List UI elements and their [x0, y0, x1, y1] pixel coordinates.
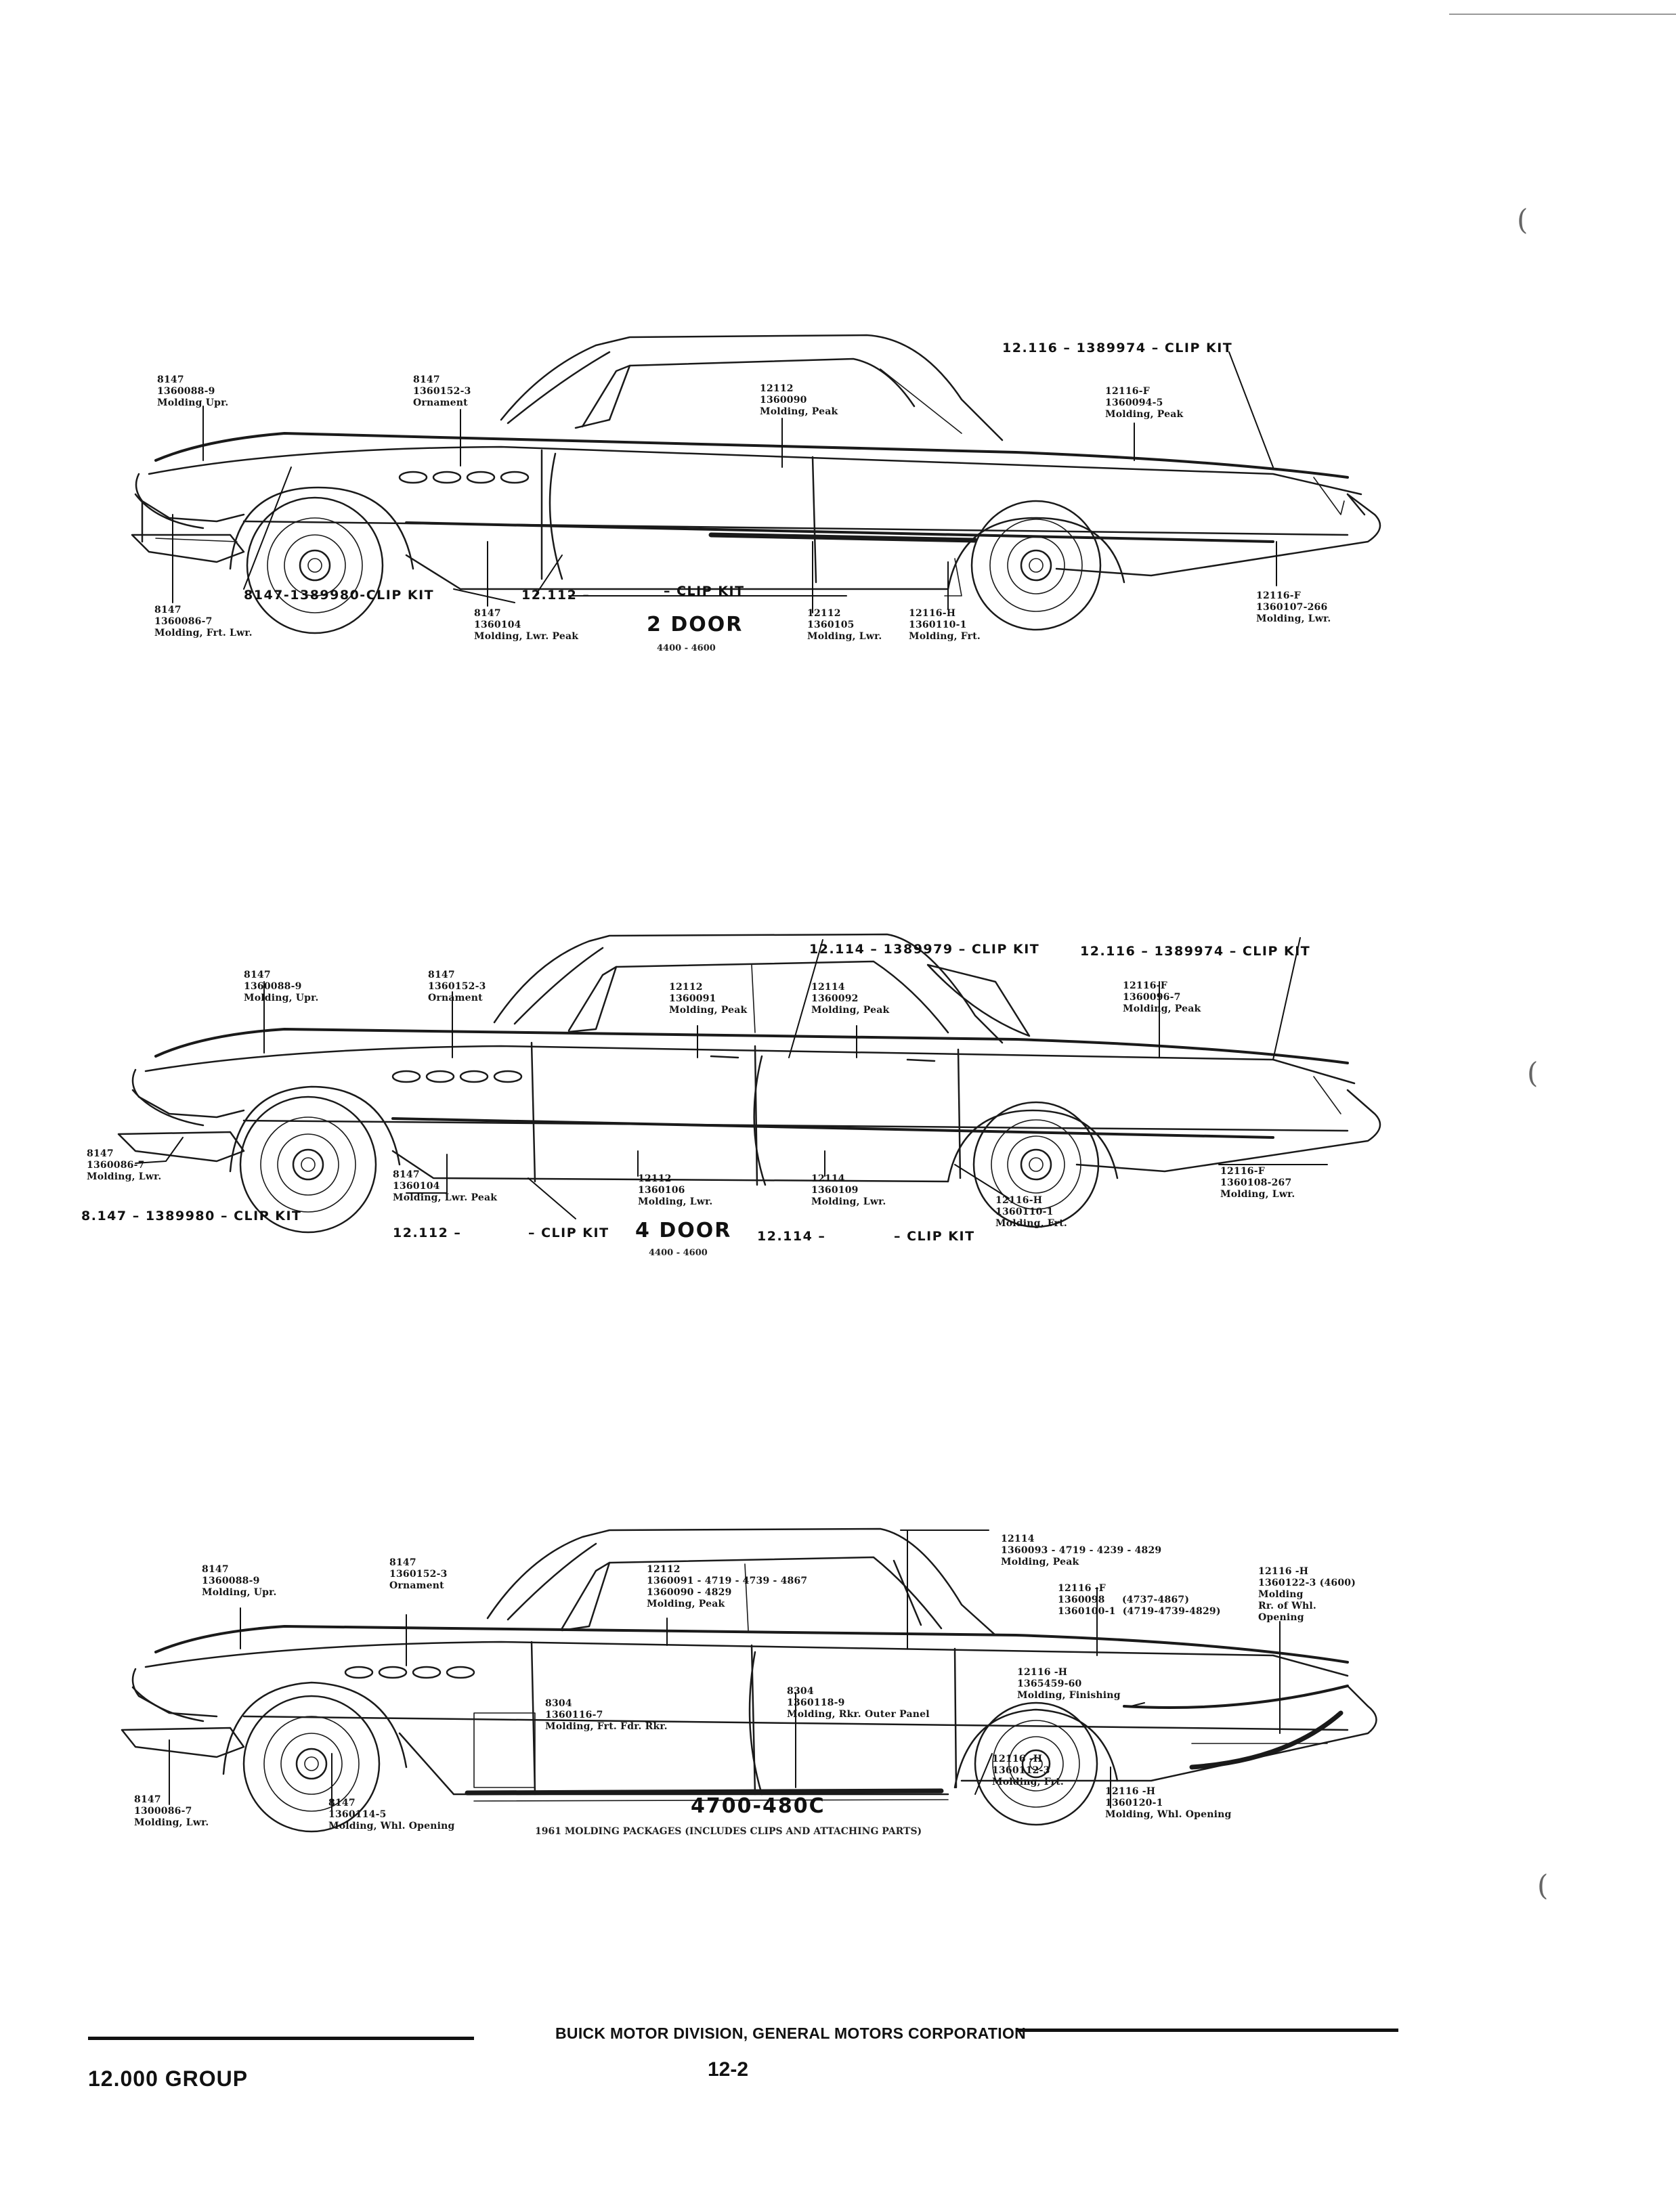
two-door-car-drawing [131, 334, 1381, 634]
figure-caption: 1961 MOLDING PACKAGES (INCLUDES CLIPS AN… [535, 1826, 922, 1837]
clip-kit-label: 8147-1389980-CLIP KIT [244, 588, 435, 603]
clip-kit-label: 12.114 – [757, 1229, 826, 1244]
clip-kit-label: – CLIP KIT [894, 1229, 975, 1244]
clip-kit-label: – CLIP KIT [528, 1226, 609, 1240]
clip-kit-label: 8.147 – 1389980 – CLIP KIT [81, 1209, 302, 1223]
scan-rule [1449, 14, 1676, 15]
figure-title: 4700-480C [691, 1794, 825, 1818]
scan-mark: ( [1537, 1869, 1549, 1902]
figure-title: 2 DOOR [647, 613, 744, 636]
sedan-4700-car-drawing [121, 1527, 1377, 1833]
four-door-car-drawing [117, 933, 1381, 1234]
page-number: 12-2 [708, 2058, 749, 2081]
group-label: 12.000 GROUP [88, 2066, 249, 2091]
scan-mark: ( [1527, 1056, 1539, 1089]
series-range: 4400 - 4600 [657, 643, 716, 653]
clip-kit-label: 12.116 – 1389974 – CLIP KIT [1002, 341, 1233, 355]
footer-rule-right [1016, 2029, 1398, 2032]
clip-kit-label: 12.114 – 1389979 – CLIP KIT [809, 942, 1040, 957]
clip-kit-label: – CLIP KIT [664, 584, 745, 599]
figure-title: 4 DOOR [635, 1219, 732, 1242]
clip-kit-label: 12.112 – [521, 588, 590, 603]
clip-kit-label: 12.112 – [393, 1226, 462, 1240]
scan-mark: ( [1517, 203, 1528, 236]
company-name: BUICK MOTOR DIVISION, GENERAL MOTORS COR… [555, 2024, 1027, 2042]
series-range: 4400 - 4600 [649, 1248, 708, 1258]
footer-rule-left [88, 2037, 474, 2040]
clip-kit-label: 12.116 – 1389974 – CLIP KIT [1080, 944, 1311, 959]
